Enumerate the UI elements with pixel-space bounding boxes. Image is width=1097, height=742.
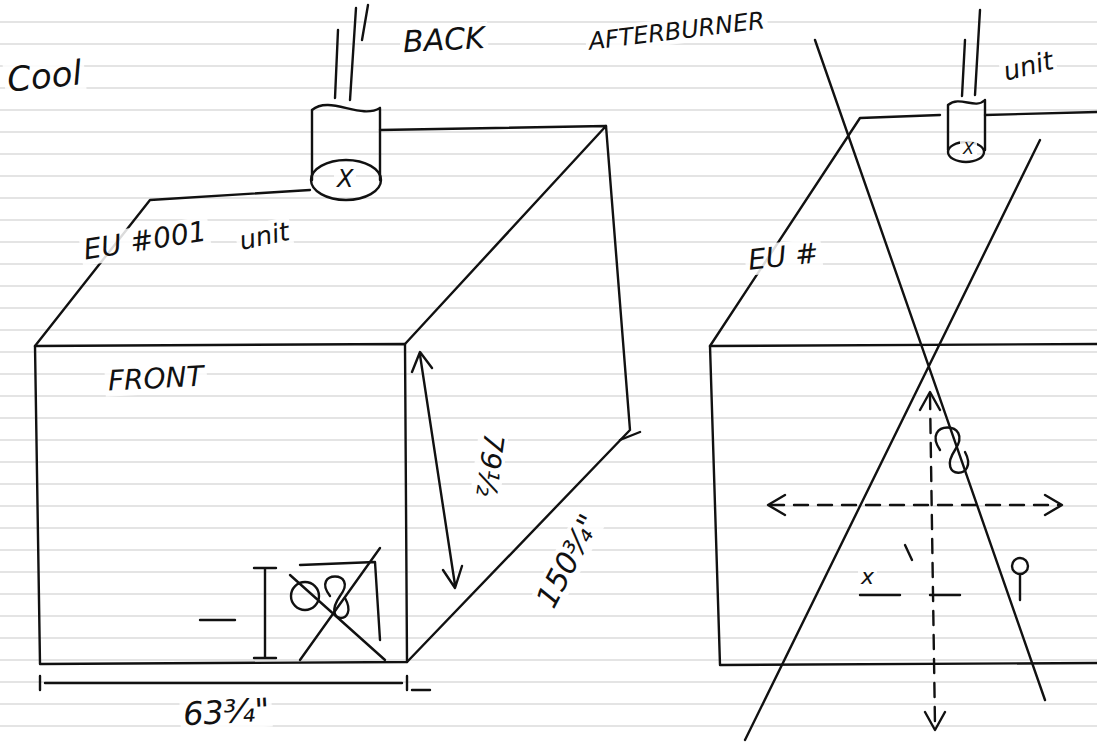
unit-label: unit [234, 216, 295, 255]
page-note: Cool [2, 54, 86, 98]
chimney-opening [311, 160, 381, 200]
side-label: FRONT [104, 361, 207, 396]
stack-mark: X [960, 140, 977, 158]
dimension-bracket [254, 568, 276, 658]
cross-out [290, 548, 385, 660]
tick-mark [412, 432, 640, 690]
part-label: AFTERBURNER [584, 7, 769, 55]
valve-symbol [1019, 574, 1021, 600]
top-face-edge [710, 112, 1097, 346]
unit-label: EU #001 [78, 216, 211, 266]
valve-symbol [1012, 558, 1028, 574]
side-face-edge [407, 126, 630, 662]
cross-out [745, 40, 1045, 740]
front-face [35, 344, 407, 664]
fan-symbol [936, 428, 969, 473]
arrow-head [768, 495, 1062, 515]
unit-label: unit [997, 46, 1058, 87]
top-face-edge [35, 190, 310, 346]
dashed-arrow [930, 395, 935, 725]
smoke [962, 10, 980, 96]
height-arrow [412, 352, 462, 588]
tick-mark [200, 619, 235, 621]
top-face-edge [380, 126, 606, 344]
width-dimension [40, 676, 407, 690]
smoke [335, 5, 368, 100]
fan-box [300, 562, 380, 640]
side-label: BACK [399, 22, 488, 59]
dimension-label: 63¾" [179, 693, 273, 732]
front-face [710, 344, 1097, 665]
position-mark: x [858, 565, 877, 589]
arrow-head [920, 392, 945, 730]
stack-mark: X [334, 166, 356, 192]
dashed-arrow [770, 504, 1060, 506]
unit-label: EU # [744, 238, 823, 276]
